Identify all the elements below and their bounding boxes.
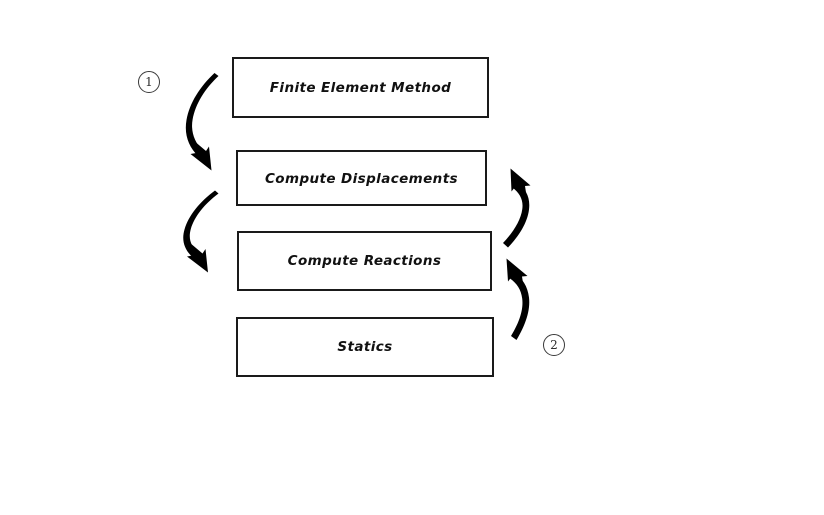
arrow-displacements-to-reactions-icon (183, 190, 219, 273)
step-marker-label: 1 (145, 75, 153, 89)
step-marker-1: 1 (138, 71, 160, 93)
step-marker-2: 2 (543, 334, 565, 356)
step-marker-label: 2 (550, 338, 558, 352)
process-box-compute-displacements[interactable]: Compute Displacements (236, 150, 487, 206)
process-box-compute-reactions[interactable]: Compute Reactions (237, 231, 492, 291)
process-box-label: Compute Displacements (265, 171, 458, 187)
process-box-finite-element-method[interactable]: Finite Element Method (232, 57, 489, 118)
arrow-reactions-to-displacements-icon (503, 168, 531, 248)
process-box-statics[interactable]: Statics (236, 317, 494, 377)
arrow-fem-to-displacements-icon (185, 73, 219, 171)
process-box-label: Statics (337, 339, 393, 355)
process-box-label: Finite Element Method (269, 80, 452, 96)
arrow-statics-to-reactions-icon (506, 258, 530, 340)
process-box-label: Compute Reactions (287, 253, 442, 269)
